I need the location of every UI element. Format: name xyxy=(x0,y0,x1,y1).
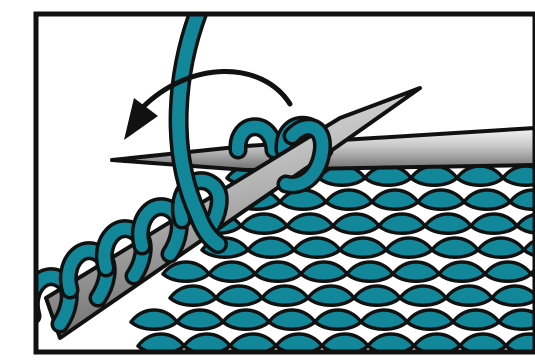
fabric-row xyxy=(193,212,535,235)
stitch xyxy=(338,236,388,259)
stitch xyxy=(292,236,342,259)
stitch xyxy=(306,284,356,307)
stitch xyxy=(221,308,271,331)
stitch xyxy=(483,260,533,283)
stitch xyxy=(405,308,455,331)
stitch xyxy=(161,260,211,283)
frame-border xyxy=(33,11,535,355)
stitch xyxy=(416,188,466,211)
stitch xyxy=(345,260,395,283)
stitch xyxy=(501,164,535,187)
stitch xyxy=(267,308,317,331)
stitch xyxy=(285,212,335,235)
stitch xyxy=(451,308,501,331)
working-yarn xyxy=(168,14,332,254)
stitch xyxy=(313,308,363,331)
stitch xyxy=(423,212,473,235)
stitch xyxy=(384,236,434,259)
stitch xyxy=(246,236,296,259)
stitch xyxy=(175,308,225,331)
stitch xyxy=(398,284,448,307)
stitch xyxy=(239,212,289,235)
stitch xyxy=(359,308,409,331)
stitch xyxy=(299,260,349,283)
stitch xyxy=(455,164,505,187)
stitch xyxy=(430,236,480,259)
fabric-row xyxy=(129,308,535,331)
fabric-row xyxy=(161,260,535,283)
stitch xyxy=(377,212,427,235)
stitch xyxy=(522,238,535,258)
stitch xyxy=(207,260,257,283)
stitch xyxy=(515,212,535,235)
stitch xyxy=(324,188,374,211)
stitch xyxy=(253,260,303,283)
stitch xyxy=(370,188,420,211)
stitch xyxy=(476,236,526,259)
stitch xyxy=(331,212,381,235)
stitch xyxy=(129,308,179,331)
fabric-row xyxy=(136,332,535,352)
stitch xyxy=(508,188,535,211)
stitch xyxy=(168,284,218,307)
stitch xyxy=(469,212,519,235)
stitch xyxy=(462,188,512,211)
stitch xyxy=(391,260,441,283)
fabric-row xyxy=(168,284,535,307)
curved-arrow-icon xyxy=(124,69,293,140)
stitch xyxy=(260,284,310,307)
stitch xyxy=(437,260,487,283)
knitted-fabric xyxy=(129,164,535,352)
stitch xyxy=(497,308,535,331)
stitch xyxy=(444,284,494,307)
stitch xyxy=(490,284,535,307)
stitch xyxy=(352,284,402,307)
stitch xyxy=(214,284,264,307)
